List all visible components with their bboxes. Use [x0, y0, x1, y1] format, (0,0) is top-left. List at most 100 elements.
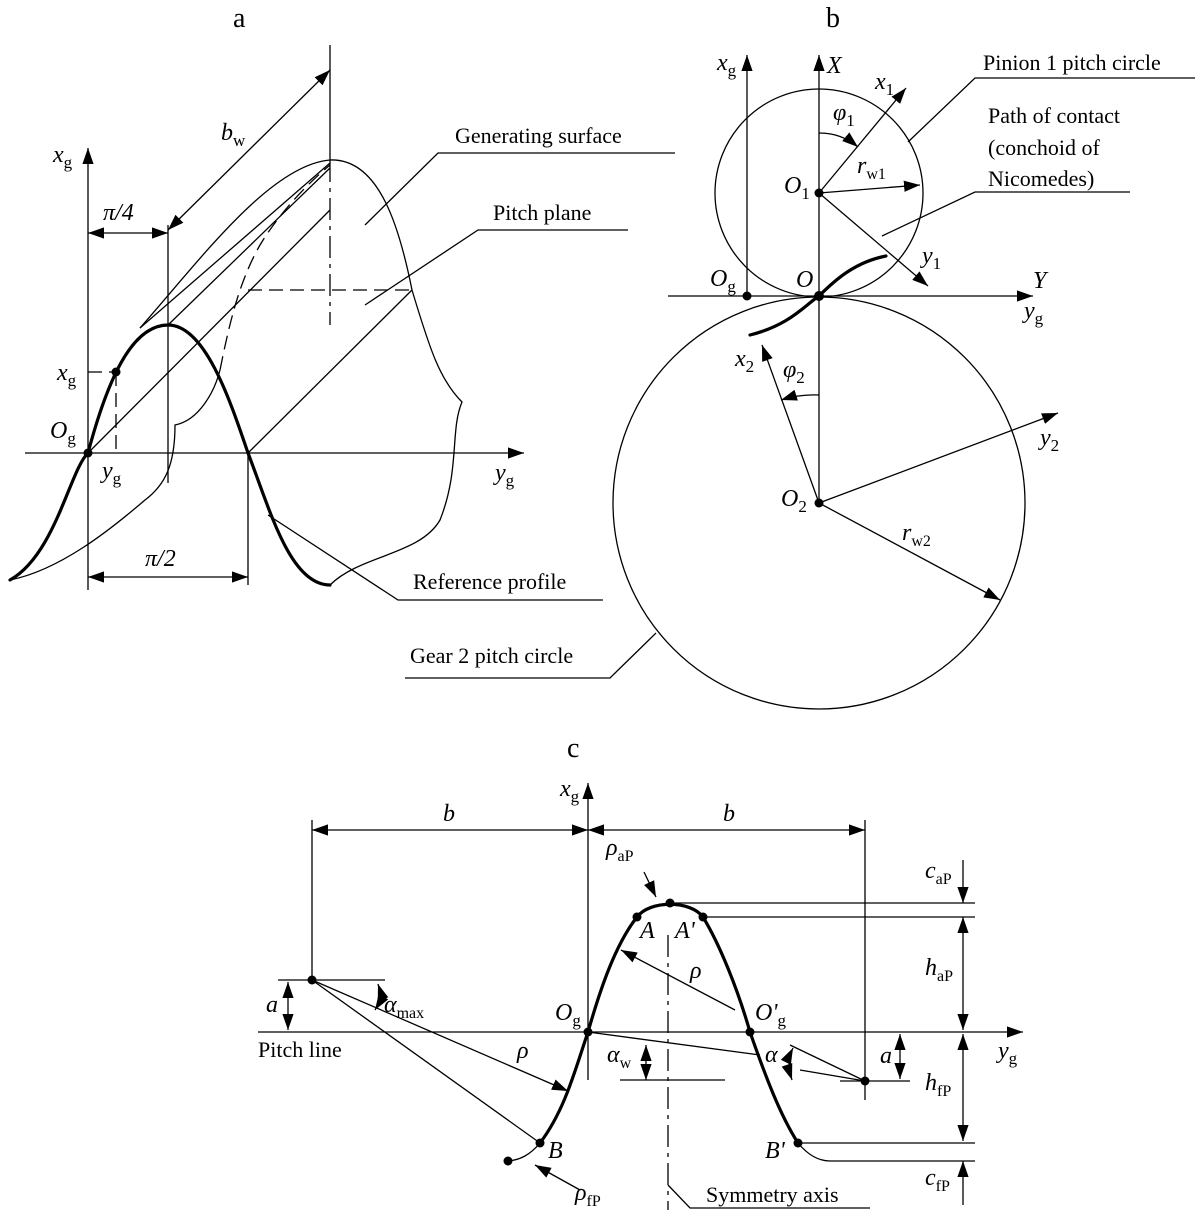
panel-b: Pinion 1 pitch circle Path of contact (c… [405, 50, 1195, 710]
og-label-c: Og [555, 1000, 581, 1030]
a-left-label: a [266, 992, 278, 1018]
phi1-label: φ1 [833, 100, 855, 130]
alpha-w-line [587, 1031, 761, 1056]
A-label: A [638, 918, 655, 944]
path-of-contact-label-1: Path of contact [988, 103, 1120, 128]
Y-axis-label: Y [1033, 268, 1049, 294]
hap-label: haP [925, 955, 953, 985]
panel-label-a: a [233, 3, 246, 34]
rho-fp-leader [534, 1164, 581, 1191]
og-label-a: Og [50, 418, 76, 448]
pinion-pitch-circle-label: Pinion 1 pitch circle [983, 50, 1161, 75]
origin-point-b [742, 291, 752, 301]
point-root-left [503, 1156, 513, 1166]
og-prime-label: O'g [755, 1000, 786, 1030]
cfp-label: cfP [925, 1165, 950, 1195]
panel-c: Pitch line Symmetry axis b b a a ρ ρ ρaP… [258, 776, 1023, 1210]
point-A [632, 912, 642, 922]
rw2-radius [818, 502, 1001, 601]
yg-point-label: yg [100, 458, 122, 488]
pitch-point-O [814, 291, 824, 301]
generating-surface-top [139, 159, 413, 329]
pitch-plane-label: Pitch plane [493, 200, 591, 225]
rw1-label: rw1 [857, 153, 886, 183]
b-right-label: b [723, 801, 735, 827]
right-center-line-2 [799, 1069, 866, 1082]
hidden-profile-curve [219, 164, 331, 371]
xg-axis-label-b: xg [716, 50, 737, 80]
alpha-label: α [765, 1042, 778, 1068]
rho-fp-label: ρfP [574, 1180, 601, 1210]
rho-ap-arrow [643, 871, 657, 898]
x2-axis [761, 344, 820, 504]
generating-surface-leader [364, 152, 675, 226]
og-label-b: Og [710, 266, 736, 296]
X-axis-label: X [826, 53, 843, 79]
panel-label-b: b [826, 3, 840, 34]
o2-label: O2 [781, 486, 807, 516]
symmetry-axis-leader [667, 1184, 870, 1209]
panel-label-c: c [567, 733, 579, 764]
x1-label: x1 [874, 69, 894, 99]
alpha-w-label: αw [607, 1042, 632, 1072]
root-fillet-right [797, 1142, 831, 1162]
hfp-label: hfP [925, 1070, 951, 1100]
path-of-contact-label-2: (conchoid of [988, 135, 1100, 160]
B-label: B [548, 1138, 563, 1164]
y2-label: y2 [1038, 425, 1059, 455]
rho-top-arrow [620, 949, 736, 1011]
generator-line-4 [247, 289, 413, 454]
bw-label: bw [221, 120, 246, 150]
rho-left-label: ρ [516, 1038, 529, 1064]
pitch-line-label: Pitch line [258, 1037, 342, 1062]
pitch-plane-leader [364, 229, 628, 306]
pinion-center [814, 188, 824, 198]
O-label: O [796, 267, 813, 293]
rw1-radius [818, 180, 921, 194]
o1-label: O1 [784, 173, 810, 203]
right-radius-line [789, 1044, 866, 1082]
alpha-max-label: αmax [384, 992, 424, 1022]
generator-line-1 [87, 209, 331, 454]
yg-axis-label-b: yg [1022, 298, 1044, 328]
A-prime-label: A' [673, 918, 696, 944]
y2-axis [818, 412, 1059, 504]
gear-pitch-circle-label: Gear 2 pitch circle [410, 643, 573, 668]
xg-axis-label-c: xg [559, 776, 580, 806]
a-right-label: a [880, 1043, 892, 1069]
root-fillet-left [507, 1142, 541, 1162]
pinion-circle-leader [907, 77, 1195, 143]
alpha-arc [780, 1047, 794, 1081]
point-og-prime [745, 1027, 755, 1037]
y1-axis [818, 192, 929, 287]
cap-label: caP [925, 858, 952, 888]
b-left-label: b [443, 801, 455, 827]
gear-center [814, 498, 824, 508]
yg-axis-label-c: yg [996, 1038, 1018, 1068]
path-of-contact-label-3: Nicomedes) [988, 166, 1094, 191]
rw2-label: rw2 [902, 520, 931, 550]
phi2-arc [780, 389, 820, 401]
x1-axis [818, 87, 907, 194]
x2-label: x2 [734, 346, 754, 376]
pi2-label: π/2 [145, 546, 176, 572]
rho-ap-label: ρaP [605, 835, 634, 865]
rho-top-label: ρ [689, 958, 702, 984]
path-of-contact-leader [881, 191, 1130, 237]
rho-left-arrow [311, 979, 569, 1092]
generating-surface-right-edge [329, 289, 463, 586]
generating-surface-left-edge [9, 369, 221, 581]
yg-axis-label-a: yg [493, 460, 515, 490]
phi2-label: φ2 [783, 357, 805, 387]
bw-dimension [167, 69, 331, 231]
generator-line-3 [167, 167, 331, 326]
symmetry-axis-label: Symmetry axis [706, 1182, 839, 1207]
B-prime-label: B' [765, 1138, 786, 1164]
reference-profile-label: Reference profile [413, 569, 566, 594]
y1-label: y1 [920, 243, 941, 273]
origin-point-a [83, 448, 93, 458]
panel-a: Generating surface Pitch plane Reference… [8, 45, 675, 601]
phi1-arc [818, 132, 859, 148]
profile-point [111, 367, 121, 377]
reference-profile-leader [267, 514, 603, 601]
